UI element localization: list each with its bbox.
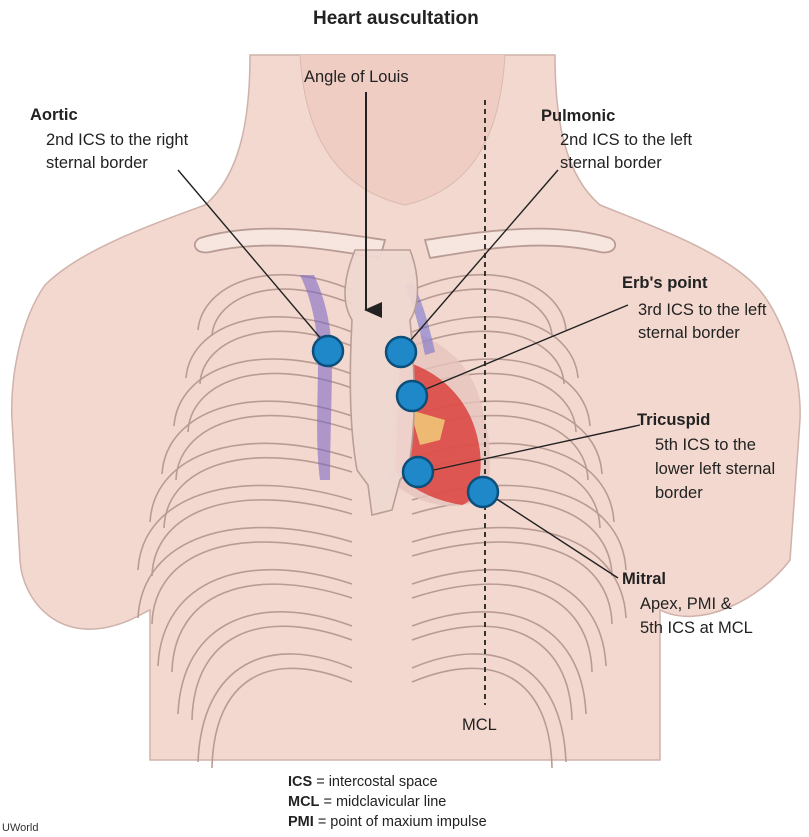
- aortic-line2: sternal border: [46, 152, 148, 175]
- pulmonic-line1: 2nd ICS to the left: [560, 129, 692, 152]
- mitral-name: Mitral: [622, 568, 666, 591]
- abbreviation-legend: ICS = intercostal space MCL = midclavicu…: [288, 772, 487, 832]
- tricuspid-line3: border: [655, 482, 703, 505]
- pulmonic-marker[interactable]: [386, 337, 416, 367]
- legend-row: MCL = midclavicular line: [288, 792, 487, 812]
- erbs-point-name: Erb's point: [622, 272, 708, 295]
- legend-abbr: ICS: [288, 774, 312, 790]
- aortic-line1: 2nd ICS to the right: [46, 129, 188, 152]
- legend-row: ICS = intercostal space: [288, 772, 487, 792]
- erbs-point-marker[interactable]: [397, 381, 427, 411]
- mcl-label: MCL: [462, 714, 497, 737]
- aortic-name: Aortic: [30, 104, 78, 127]
- legend-abbr: PMI: [288, 814, 314, 830]
- tricuspid-line2: lower left sternal: [655, 458, 775, 481]
- angle-of-louis-label: Angle of Louis: [304, 66, 409, 89]
- tricuspid-line1: 5th ICS to the: [655, 434, 756, 457]
- aortic-marker[interactable]: [313, 336, 343, 366]
- mitral-marker[interactable]: [468, 477, 498, 507]
- tricuspid-name: Tricuspid: [637, 409, 710, 432]
- mitral-line2: 5th ICS at MCL: [640, 617, 753, 640]
- erbs-point-line1: 3rd ICS to the left: [638, 299, 766, 322]
- brand-logo: UWorld: [2, 822, 38, 834]
- legend-text: = point of maxium impulse: [318, 814, 487, 830]
- pulmonic-line2: sternal border: [560, 152, 662, 175]
- legend-text: = intercostal space: [316, 774, 437, 790]
- legend-abbr: MCL: [288, 794, 319, 810]
- tricuspid-marker[interactable]: [403, 457, 433, 487]
- legend-text: = midclavicular line: [323, 794, 446, 810]
- diagram-title: Heart auscultation: [313, 7, 479, 31]
- pulmonic-name: Pulmonic: [541, 105, 615, 128]
- legend-row: PMI = point of maxium impulse: [288, 812, 487, 832]
- erbs-point-line2: sternal border: [638, 322, 740, 345]
- mitral-line1: Apex, PMI &: [640, 593, 732, 616]
